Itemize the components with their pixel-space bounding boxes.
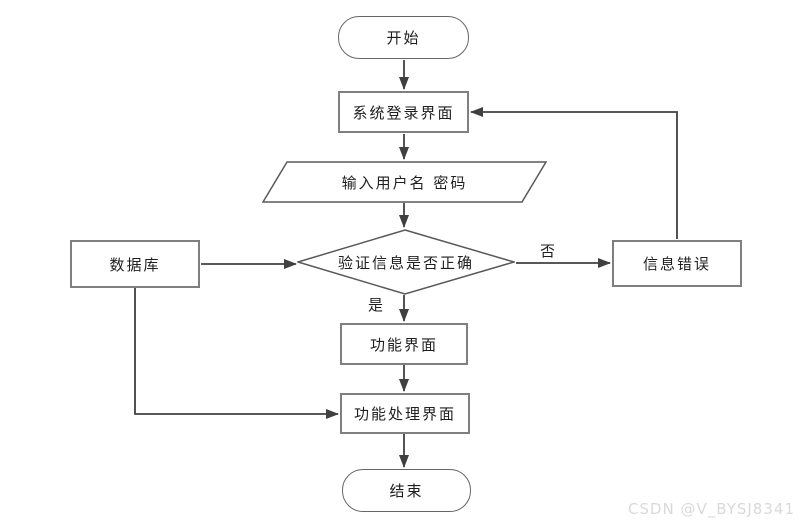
database-label: 数据库 <box>109 255 161 274</box>
error-label: 信息错误 <box>642 255 711 273</box>
diamond-shape <box>297 229 515 295</box>
flow-node-error: 信息错误 <box>612 240 742 287</box>
watermark: CSDN @V_BYSJ8341 <box>627 500 795 518</box>
flow-node-login: 系统登录界面 <box>338 91 469 133</box>
parallelogram-shape <box>262 161 547 203</box>
flow-node-function: 功能界面 <box>340 323 468 365</box>
flow-node-start: 开始 <box>338 16 469 59</box>
end-label: 结束 <box>389 482 424 500</box>
input-label: 输入用户名 密码 <box>341 173 468 192</box>
edge-label-yes: 是 <box>366 294 386 315</box>
start-label: 开始 <box>386 29 421 47</box>
flow-node-end: 结束 <box>342 469 471 512</box>
login-label: 系统登录界面 <box>352 103 455 122</box>
flow-node-database: 数据库 <box>70 240 200 288</box>
handler-label: 功能处理界面 <box>353 405 456 423</box>
flow-node-verify: 验证信息是否正确 <box>297 229 515 295</box>
function-label: 功能界面 <box>369 335 438 354</box>
edge-database-handler <box>134 288 339 419</box>
flow-node-input: 输入用户名 密码 <box>262 161 547 203</box>
flow-node-handler: 功能处理界面 <box>340 393 470 434</box>
verify-label: 验证信息是否正确 <box>337 253 474 272</box>
edge-label-no: 否 <box>538 240 558 261</box>
